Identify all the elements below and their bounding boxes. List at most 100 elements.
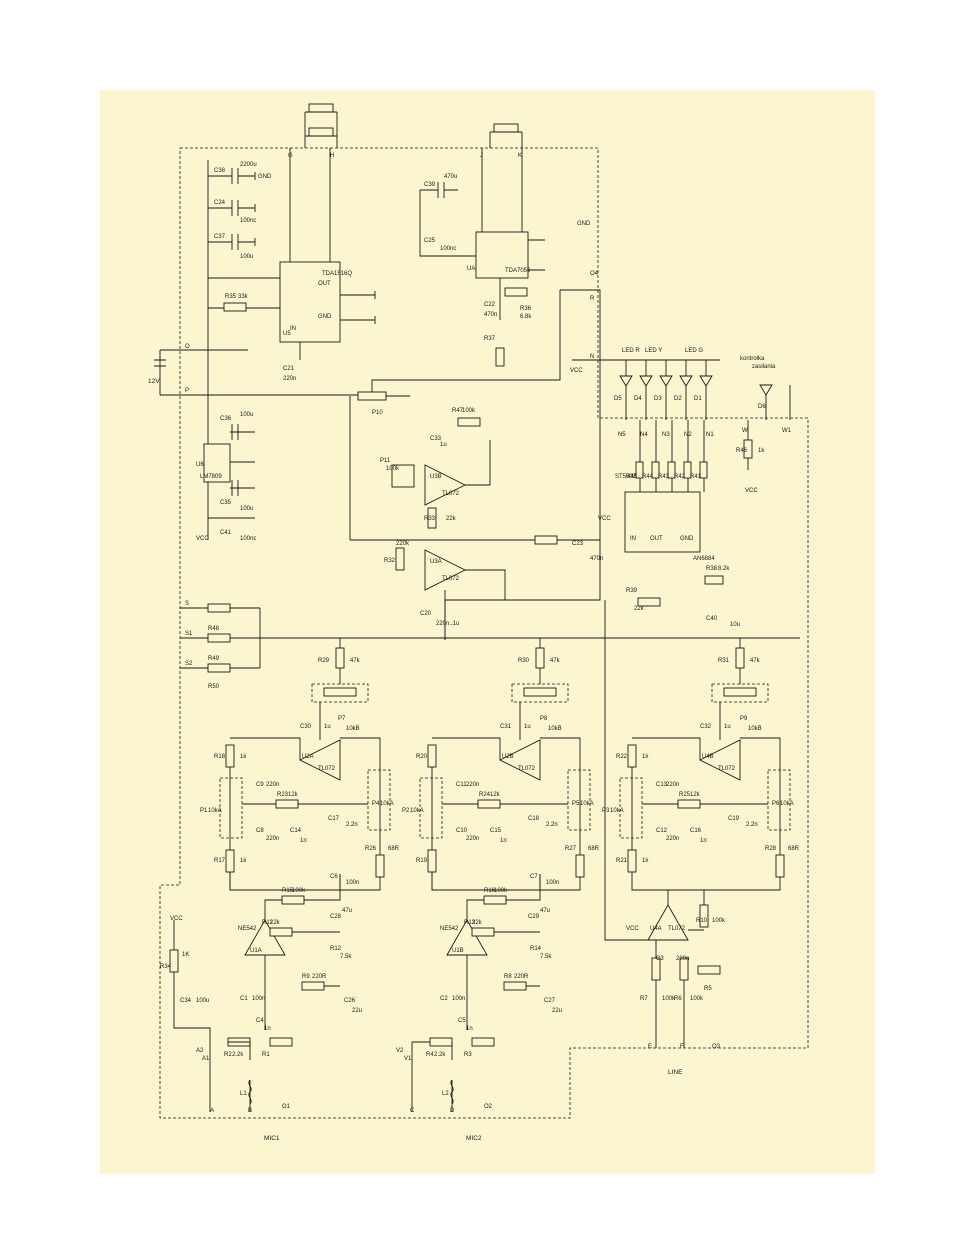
conn-o2: O2 — [484, 1104, 493, 1110]
r39-value: 22k — [634, 606, 645, 612]
r28-label: R28 — [765, 846, 777, 852]
u7-gnd: GND — [680, 536, 694, 542]
c8-label: C8 — [256, 828, 264, 834]
p10-potentiometer — [357, 391, 387, 401]
c17-label: C17 — [328, 816, 340, 822]
r15-label: R15 — [282, 888, 294, 894]
r48-resistor — [207, 633, 231, 643]
mic2-preamp — [411, 872, 541, 1112]
c29-value: 47u — [540, 908, 550, 914]
c17-value: 2.2n — [346, 822, 358, 828]
svg-text:100u: 100u — [240, 506, 253, 512]
r27-value: 68R — [588, 846, 600, 852]
r13-value: 22k — [472, 920, 483, 926]
u6-type: LM7809 — [200, 474, 222, 480]
c7-label: C7 — [530, 874, 538, 880]
d6-label: D6 — [758, 404, 766, 410]
r1-label: R1 — [262, 1052, 270, 1058]
u2b-type: TL072 — [518, 766, 536, 772]
conn-s1: S1 — [185, 631, 193, 637]
c28-value: 47u — [342, 908, 352, 914]
c41-label: C41 — [220, 530, 232, 536]
u7-out: OUT — [650, 536, 663, 542]
mic1-label: MIC1 — [264, 1135, 280, 1142]
u1a-label: U1A — [250, 948, 262, 954]
r16-value: 100k — [494, 888, 508, 894]
p5-value: 10kA — [580, 801, 594, 807]
c32-label: C32 — [700, 724, 712, 730]
conn-v2: V2 — [396, 1048, 404, 1054]
c13-value: 220n — [666, 782, 679, 788]
c7-value: 100n — [546, 880, 559, 886]
board-outline — [159, 147, 809, 1119]
r8-value: 220R — [514, 974, 529, 980]
r31-label: R31 — [718, 658, 730, 664]
c20-label: C20 — [420, 611, 432, 617]
c1-label: C1 — [240, 996, 248, 1002]
r10-value: 100k — [712, 918, 726, 924]
r21-value: 1k — [642, 858, 649, 864]
c3-value: 220n — [676, 956, 689, 962]
r32-value: 220k — [396, 541, 410, 547]
r29-value: 47k — [350, 658, 361, 664]
svg-text:C37: C37 — [214, 234, 226, 240]
vcc-label-6: VCC — [626, 926, 639, 932]
p1-value: 10kA — [208, 808, 222, 814]
r17-label: R17 — [214, 858, 226, 864]
r39-label: R39 — [626, 588, 638, 594]
c30-value: 1u — [324, 724, 331, 730]
p11-label: P11 — [380, 458, 391, 464]
c19-value: 2.2n — [746, 822, 758, 828]
r30-label: R30 — [518, 658, 530, 664]
led-g-label: LED G — [685, 348, 703, 354]
r25-label: R25 — [679, 792, 691, 798]
u3a-type: TL072 — [442, 576, 460, 582]
c27-label: C27 — [544, 998, 556, 1004]
r5-label: R5 — [704, 986, 712, 992]
u5-out: OUT — [318, 281, 331, 287]
conn-g: G — [288, 153, 293, 159]
u2a-type: TL072 — [318, 766, 336, 772]
r24-value: 12k — [490, 792, 501, 798]
c10-label: C10 — [456, 828, 468, 834]
d2-label: D2 — [674, 396, 682, 402]
c6-label: C6 — [330, 874, 338, 880]
c14-value: 1n — [300, 838, 307, 844]
r23-label: R23 — [277, 792, 289, 798]
r6-label: R6 — [674, 996, 682, 1002]
led-resistor-bank — [635, 420, 708, 492]
svg-text:100nc: 100nc — [440, 246, 456, 252]
r11-value: 22k — [270, 920, 281, 926]
r46-value: 1k — [758, 448, 765, 454]
vcc-label-4: VCC — [745, 488, 758, 494]
c18-value: 2.2n — [546, 822, 558, 828]
r4-label: R4 — [426, 1052, 434, 1058]
conn-b: B — [248, 1108, 252, 1114]
led-bar — [572, 359, 720, 420]
d6-power-led — [759, 384, 773, 396]
r23-value: 12k — [288, 792, 299, 798]
conn-n3: N3 — [662, 432, 670, 438]
conn-s2: S2 — [185, 661, 193, 667]
r14-value: 7.5k — [540, 954, 552, 960]
speaker-left-symbol — [304, 103, 338, 148]
u5-type: TDA1516Q — [322, 271, 352, 277]
l1-label: L1 — [240, 1091, 247, 1097]
conn-h: H — [330, 153, 334, 159]
c9-value: 220n — [266, 782, 279, 788]
c24-capacitor: C24 100nc — [208, 200, 256, 224]
r7-value: 100k — [662, 996, 676, 1002]
conn-o3: O3 — [712, 1044, 721, 1050]
tda7056-chip — [475, 231, 529, 279]
r9-label: R9 — [302, 974, 310, 980]
c6-value: 100n — [346, 880, 359, 886]
u4b-type: TL072 — [718, 766, 736, 772]
conn-c: C — [410, 1108, 415, 1114]
r50-resistor — [207, 603, 231, 613]
r15-value: 100k — [292, 888, 306, 894]
u3b-opamp — [424, 464, 467, 506]
u4a-type: TL072 — [668, 926, 686, 932]
c38-capacitor: C38 2200u — [208, 162, 257, 184]
r25-value: 12k — [690, 792, 701, 798]
r38-resistor — [704, 575, 724, 585]
